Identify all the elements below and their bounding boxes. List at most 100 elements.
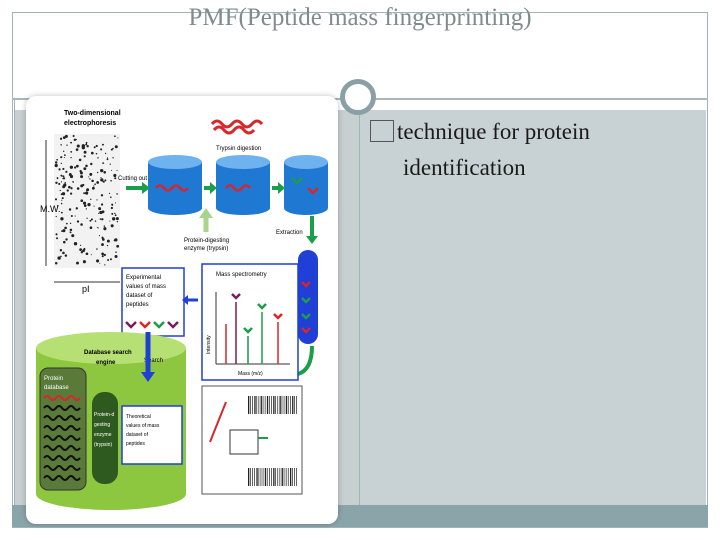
decorative-circle-icon xyxy=(340,79,376,115)
gel-spot xyxy=(90,198,92,201)
gel-spot xyxy=(110,179,112,182)
gel-spot xyxy=(82,201,87,205)
spectrum-bar xyxy=(279,396,281,414)
spectrum-bar xyxy=(250,468,251,486)
gel-spot xyxy=(114,254,118,259)
gel-spot xyxy=(69,165,74,169)
gel-spot xyxy=(86,144,89,148)
protein-db-label-1: Protein xyxy=(44,376,63,382)
gel-spot xyxy=(96,259,100,263)
gel-spot xyxy=(68,208,72,211)
gel-spot xyxy=(103,225,106,227)
spectrum-bar xyxy=(277,468,279,486)
spectrum-bar xyxy=(271,468,272,486)
arrow-icon xyxy=(199,208,213,218)
gel-spot xyxy=(110,196,112,198)
gel-spot xyxy=(69,231,72,234)
spectrum-bar xyxy=(283,468,285,486)
gel-spot xyxy=(63,183,67,187)
gel-spot xyxy=(85,141,88,144)
gel-spot xyxy=(83,247,86,250)
gel-spot xyxy=(98,207,102,211)
db-enzyme-label-4: (trypsin) xyxy=(94,442,112,448)
mw-label: M.W. xyxy=(40,204,61,214)
experimental-label-4: peptides xyxy=(126,302,149,308)
gel-spot xyxy=(96,227,98,229)
peptide-icon xyxy=(139,321,151,329)
db-enzyme-capsule xyxy=(92,392,118,484)
spectrum-bar xyxy=(275,468,276,486)
gel-spot xyxy=(85,252,89,256)
gel-spot xyxy=(56,204,59,207)
gel-spot xyxy=(96,171,99,174)
peptide-icon xyxy=(301,281,311,288)
gel-spot xyxy=(85,192,88,195)
gel-spot xyxy=(70,214,73,217)
gel-spot xyxy=(76,144,80,148)
gel-spot xyxy=(68,185,71,189)
cylinder-2 xyxy=(216,155,270,215)
spectrum-bars xyxy=(248,396,297,486)
gel-spot xyxy=(54,198,58,201)
gel-spot xyxy=(100,177,102,179)
gel-spot xyxy=(61,192,66,196)
gel-spot xyxy=(91,186,95,190)
spectrum-bar xyxy=(290,396,291,414)
gel-spot xyxy=(80,175,84,179)
gel-spot xyxy=(106,157,109,159)
gel-spot xyxy=(84,192,87,195)
gel-spot xyxy=(57,256,61,260)
protein-strand-icon xyxy=(210,119,264,129)
cutting-label: Cutting out xyxy=(118,176,147,182)
arrow-icon xyxy=(297,345,314,376)
gel-spot xyxy=(56,237,59,240)
theoretical-label-3: dataset of xyxy=(126,432,149,438)
gel-spot xyxy=(85,143,87,146)
instrument-probe xyxy=(209,401,227,443)
experimental-label-2: values of mass xyxy=(126,284,166,290)
gel-spot xyxy=(56,177,59,180)
gel-spot xyxy=(112,157,114,159)
bullet-line-1: technique for protein xyxy=(397,119,590,144)
gel-spot xyxy=(55,215,57,218)
gel-spot xyxy=(86,188,90,192)
bullet-line-2: identification xyxy=(403,155,526,180)
gel-spot xyxy=(102,162,105,165)
gel-spot xyxy=(79,170,82,173)
sequence-wave-icon xyxy=(43,445,81,451)
gel-spot xyxy=(81,144,85,148)
gel-spot xyxy=(66,144,68,146)
spectrum-bar xyxy=(292,396,294,414)
extraction-label: Extraction xyxy=(276,230,303,236)
gel-spot xyxy=(66,222,68,225)
gel-spot xyxy=(103,253,106,257)
spectrum-bar xyxy=(277,396,279,414)
gel-spot xyxy=(70,192,73,195)
gel-spot xyxy=(71,234,75,238)
gel-spot xyxy=(90,151,94,155)
instrument-box xyxy=(201,385,303,495)
sequence-wave-icon xyxy=(43,395,81,401)
spectrum-bar xyxy=(266,468,268,486)
gel-spot xyxy=(94,183,96,186)
gel-spot xyxy=(110,258,112,261)
arrow-icon xyxy=(306,236,318,244)
gel-spot xyxy=(95,152,98,155)
theoretical-label-1: Theoretical xyxy=(126,414,151,420)
gel-spot xyxy=(62,167,65,171)
ms-label: Mass spectrometry xyxy=(216,272,267,278)
gel-spot xyxy=(112,147,114,150)
mass-spec-box xyxy=(201,263,299,381)
gel-spot xyxy=(64,134,68,138)
gel-spot xyxy=(106,158,109,161)
gel-spot xyxy=(60,181,63,183)
arrow-icon xyxy=(210,182,217,194)
gel-spot xyxy=(62,229,66,233)
spectrum-bar xyxy=(269,468,270,486)
spectrum-bar xyxy=(252,396,253,414)
spectrum-bar xyxy=(250,396,251,414)
gel-spot xyxy=(76,164,79,168)
gel-spot xyxy=(75,148,79,151)
gel-spot xyxy=(99,262,101,264)
arrow-icon xyxy=(182,295,188,305)
